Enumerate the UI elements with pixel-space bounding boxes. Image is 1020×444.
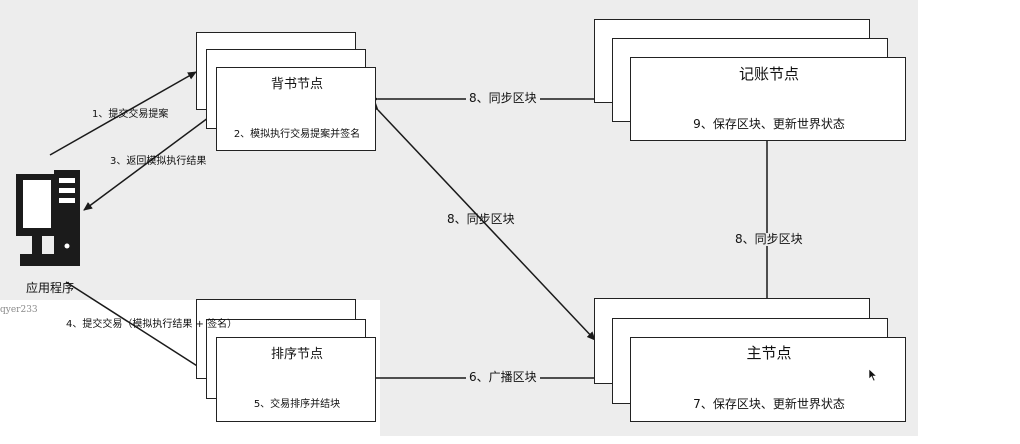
leader-node: 主节点 7、保存区块、更新世界状态 <box>630 337 906 422</box>
app-label: 应用程序 <box>26 281 75 295</box>
edge-submit-tx <box>65 281 217 379</box>
edge-label-submit-tx: 4、提交交易（模拟执行结果 + 签名） <box>66 319 238 330</box>
orderer-title: 排序节点 <box>270 347 324 362</box>
endorser-node: 背书节点 2、模拟执行交易提案并签名 <box>216 67 376 151</box>
committer-action: 9、保存区块、更新世界状态 <box>693 117 845 131</box>
edge-return-result <box>83 111 217 211</box>
endorser-action: 2、模拟执行交易提案并签名 <box>233 129 361 140</box>
edge-label-return-result: 3、返回模拟执行结果 <box>110 156 207 167</box>
committer-node: 记账节点 9、保存区块、更新世界状态 <box>630 57 906 141</box>
leader-title: 主节点 <box>746 344 792 362</box>
leader-action: 7、保存区块、更新世界状态 <box>693 397 845 411</box>
edge-label-sync-endorser-leader: 8、同步区块 <box>447 212 515 226</box>
edge-submit-proposal <box>49 71 197 156</box>
mouse-cursor-icon <box>868 368 878 382</box>
edge-label-sync-committer-leader: 8、同步区块 <box>732 233 806 246</box>
edge-label-sync-endorser-committer: 8、同步区块 <box>466 92 540 105</box>
orderer-node: 排序节点 5、交易排序并结块 <box>216 337 376 422</box>
edge-label-broadcast-block: 6、广播区块 <box>466 371 540 384</box>
edge-label-submit-proposal: 1、提交交易提案 <box>92 109 169 120</box>
edge-sync-endorser-leader <box>369 101 596 341</box>
endorser-title: 背书节点 <box>270 77 324 92</box>
computer-icon <box>16 170 80 266</box>
orderer-action: 5、交易排序并结块 <box>253 399 341 410</box>
watermark: qyer233 <box>0 305 38 315</box>
committer-title: 记账节点 <box>738 65 800 83</box>
